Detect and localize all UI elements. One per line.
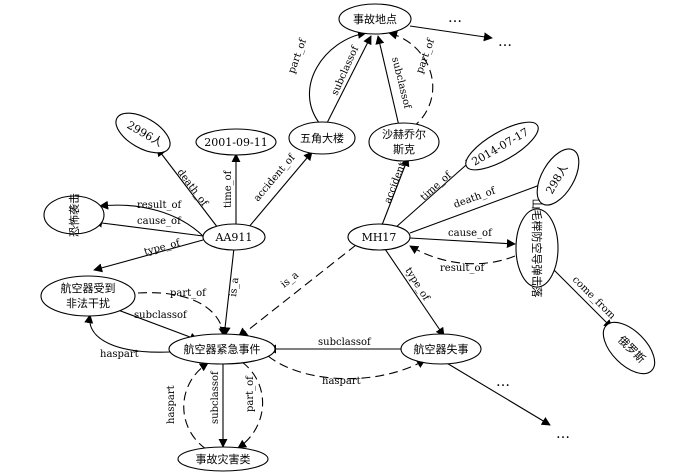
edge-label-time-of-mh17: time_of <box>419 169 455 203</box>
edge-label-cause-of-aa911: cause_of <box>137 216 182 227</box>
edge-aa911-causeof <box>93 218 204 237</box>
node-terror-attack: 恐怖袭击 <box>43 193 105 237</box>
svg-text:航空器紧急事件: 航空器紧急事件 <box>184 342 261 356</box>
svg-text:斯克: 斯克 <box>393 143 415 156</box>
svg-text:恐怖袭击: 恐怖袭击 <box>67 193 81 237</box>
node-missile: 山毛榉防空导弹击落 <box>515 199 559 298</box>
edge-label-haspart-accident: haspart <box>322 376 361 387</box>
edge-aa911-isa <box>219 247 235 339</box>
edge-label-subclassof-interference: subclassof <box>134 310 188 321</box>
edge-label-haspart-disaster: haspart <box>166 385 177 424</box>
edge-label-part-of-interference: part_of <box>170 288 207 299</box>
node-interference: 航空器受到 非法干扰 <box>40 275 136 317</box>
edge-label-part-of-disaster: part_of <box>245 375 256 412</box>
edge-label-time-of-aa911: time_of <box>223 169 234 208</box>
edge-aa911-resultof <box>99 200 204 237</box>
edge-label-subclassof-disaster: subclassof <box>210 370 221 424</box>
edge-label-death-of-mh17: death_of <box>452 185 498 211</box>
edge-label-part-of-shakhtarsk: part_of <box>414 36 437 75</box>
node-mh17: MH17 <box>347 223 411 251</box>
edge-mh17-causeof <box>409 237 516 249</box>
edge-interference-partof-emergency <box>137 292 228 337</box>
node-shakhtarsk: 沙赫乔尔 斯克 <box>368 122 440 162</box>
edge-aa911-accidentof <box>247 151 313 229</box>
edge-mh17-deathof <box>409 180 549 234</box>
svg-text:山毛榉防空导弹击落: 山毛榉防空导弹击落 <box>530 199 544 298</box>
edge-label-type-of-aa911: type_of <box>143 237 183 257</box>
edge-aircraft-accident-out <box>444 361 551 426</box>
ellipsis-lower-1: … <box>496 374 510 390</box>
ellipsis-top-1: … <box>448 10 462 26</box>
node-death-2996: 2996人 <box>115 112 171 154</box>
svg-text:AA911: AA911 <box>215 231 253 244</box>
svg-text:沙赫乔尔: 沙赫乔尔 <box>382 128 426 141</box>
edge-label-type-of-mh17: type_of <box>402 266 431 304</box>
edge-emergency-haspart-accident <box>267 355 426 380</box>
edge-aa911-deathof <box>156 147 219 229</box>
edge-label-result-of-mh17: result_of <box>440 263 486 274</box>
edge-interference-subclassof-emergency <box>117 309 199 342</box>
edge-accident-site-out <box>409 25 493 42</box>
ellipsis-top-2: … <box>498 34 512 50</box>
edge-emergency-partof-disaster <box>237 361 264 449</box>
edge-aa911-typeof <box>93 239 204 273</box>
edge-mh17-timeof <box>394 157 475 229</box>
edge-emergency-haspart-interference <box>84 314 171 353</box>
edge-shakhtarsk-subclassof-site <box>375 35 400 127</box>
edge-label-subclassof-shakhtarsk: subclassof <box>389 56 413 111</box>
node-date-2014: 2014-07-17 <box>465 121 539 171</box>
ellipsis-lower-2: … <box>556 426 570 442</box>
edge-missile-comefrom-russia <box>551 267 613 329</box>
edge-label-subclassof-pentagon: subclassof <box>330 43 362 97</box>
node-accident-site: 事故地点 <box>338 3 412 35</box>
edge-missile-resultof-mh17 <box>409 245 516 265</box>
edge-label-subclassof-accident: subclassof <box>318 337 372 348</box>
edge-pentagon-partof-site <box>309 29 367 125</box>
node-disaster-class: 事故灾害类 <box>177 446 269 472</box>
edge-disaster-haspart-emergency <box>183 362 209 450</box>
node-aa911: AA911 <box>202 223 266 251</box>
svg-text:2001-09-11: 2001-09-11 <box>204 136 267 149</box>
svg-text:事故地点: 事故地点 <box>353 12 397 26</box>
node-date-2001: 2001-09-11 <box>195 128 277 156</box>
svg-text:非法干扰: 非法干扰 <box>66 296 110 310</box>
node-aircraft-accident: 航空器失事 <box>400 333 482 365</box>
node-emergency: 航空器紧急事件 <box>168 333 276 365</box>
edge-label-is-a-aa911: is_a <box>228 277 241 298</box>
edge-mh17-typeof <box>384 248 445 337</box>
svg-text:五角大楼: 五角大楼 <box>300 131 344 145</box>
svg-text:事故灾害类: 事故灾害类 <box>196 452 251 466</box>
node-russia: 俄罗斯 <box>602 321 656 375</box>
svg-text:航空器失事: 航空器失事 <box>414 342 469 356</box>
node-death-298: 298人 <box>536 148 580 206</box>
edge-pentagon-subclassof-site <box>326 35 372 124</box>
edge-label-is-a-mh17: is_a <box>279 270 301 291</box>
edge-label-cause-of-mh17: cause_of <box>448 228 493 239</box>
node-pentagon: 五角大楼 <box>288 121 356 155</box>
edge-label-result-of-aa911: result_of <box>137 200 183 211</box>
edge-label-haspart-emergency: haspart <box>100 349 139 360</box>
svg-text:航空器受到: 航空器受到 <box>61 281 116 295</box>
edge-shakhtarsk-partof-site <box>388 30 434 129</box>
edge-label-come-from: come_from <box>570 274 618 322</box>
edge-label-part-of-pentagon: part_of <box>286 36 309 75</box>
edge-mh17-isa <box>237 244 357 339</box>
edge-mh17-accidentof <box>381 157 410 226</box>
svg-text:MH17: MH17 <box>362 231 397 244</box>
